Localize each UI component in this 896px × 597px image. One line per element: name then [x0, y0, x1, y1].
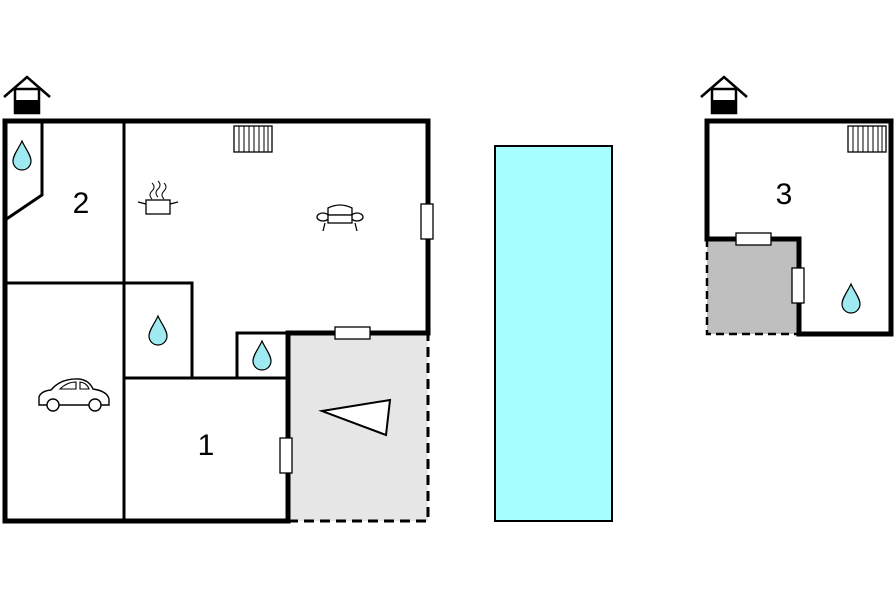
sofa-icon: [316, 204, 364, 232]
window: [735, 232, 772, 246]
house-icon: [699, 75, 749, 115]
main-house: 2 1: [2, 75, 434, 524]
car-icon: [38, 378, 110, 412]
annex-dashed-edge: [705, 239, 799, 336]
interior-walls: [2, 119, 290, 523]
house-icon: [2, 75, 52, 115]
radiator-icon: [233, 125, 273, 153]
window: [420, 203, 434, 240]
room-label-1: 1: [198, 429, 215, 462]
radiator-icon: [847, 125, 887, 153]
window: [279, 437, 293, 474]
annex: 3: [699, 75, 894, 337]
room-label-2: 2: [73, 187, 90, 220]
annex-terrace: [707, 239, 799, 334]
terrace-dashed-edge: [288, 333, 430, 523]
main-terrace: [288, 333, 428, 521]
pool: [494, 145, 613, 522]
water-drop-icon: [841, 283, 861, 314]
window: [334, 326, 371, 340]
water-drop-icon: [12, 140, 32, 171]
water-drop-icon: [252, 340, 272, 371]
room-label-3: 3: [776, 178, 793, 211]
cooking-pot-icon: [137, 180, 179, 215]
annex-outer-walls: [704, 118, 894, 337]
window: [791, 267, 805, 304]
terrace-shape: [318, 398, 392, 437]
water-drop-icon: [148, 315, 168, 346]
